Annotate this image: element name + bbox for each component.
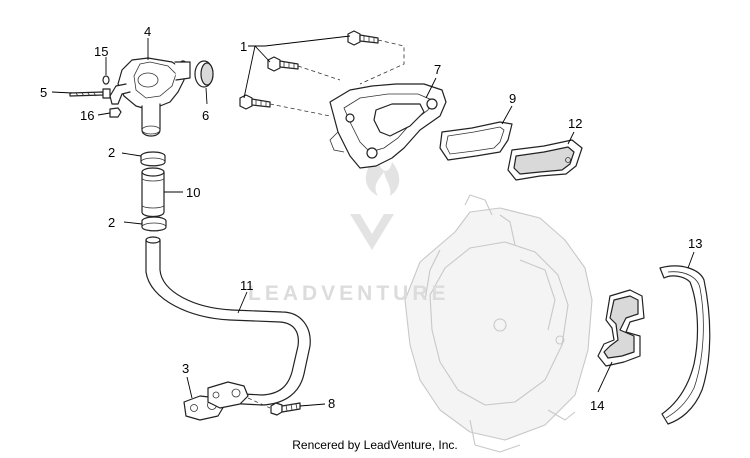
callout-labels: 1 4 15 5 16 6 2 10 2 11 3 8 7 9 12 13 14	[40, 24, 702, 413]
callout-11: 11	[240, 278, 254, 293]
bolt-1-bottom	[239, 94, 271, 110]
callout-1: 1	[240, 39, 247, 54]
callout-15: 15	[94, 44, 108, 59]
bolt-1-middle	[267, 56, 299, 72]
callout-8: 8	[328, 396, 335, 411]
screw-part-5	[69, 88, 111, 99]
callout-6: 6	[202, 108, 209, 123]
seal-strip-part-13	[659, 265, 711, 425]
leader-lines	[51, 35, 695, 407]
washer-part-6	[194, 60, 214, 88]
callout-9: 9	[509, 91, 516, 106]
watermark-text: LEADVENTURE	[248, 282, 450, 305]
bolts-part-1	[239, 30, 405, 117]
washer-part-15	[102, 75, 110, 85]
callout-14: 14	[590, 398, 604, 413]
callout-5: 5	[40, 85, 47, 100]
render-credit: Rencered by LeadVenture, Inc.	[292, 438, 458, 452]
fan-shroud-housing	[404, 194, 593, 453]
callout-4: 4	[144, 24, 151, 39]
flange-gasket-part-3	[183, 381, 249, 421]
callout-12: 12	[568, 116, 582, 131]
callout-2-upper: 2	[108, 145, 115, 160]
callout-2-lower: 2	[108, 215, 115, 230]
gasket-part-9	[439, 121, 513, 161]
pipe-part-11	[145, 236, 311, 406]
bracket-part-7	[329, 83, 447, 169]
seal-block-part-14	[597, 289, 645, 367]
bolt-part-8	[270, 402, 301, 416]
callout-16: 16	[80, 108, 94, 123]
callout-13: 13	[688, 236, 702, 251]
valve-body-part-4	[109, 57, 191, 137]
leadventure-watermark: LEADVENTURE	[248, 146, 450, 305]
plate-part-12	[507, 139, 583, 181]
nut-part-16	[109, 107, 122, 118]
callout-10: 10	[186, 185, 200, 200]
callout-3: 3	[182, 361, 189, 376]
hose-clamp-upper-part-2	[140, 151, 166, 167]
bolt-1-top	[347, 30, 379, 46]
callout-7: 7	[434, 62, 441, 77]
hose-part-10	[141, 167, 165, 218]
hose-clamp-lower-part-2	[141, 216, 167, 232]
